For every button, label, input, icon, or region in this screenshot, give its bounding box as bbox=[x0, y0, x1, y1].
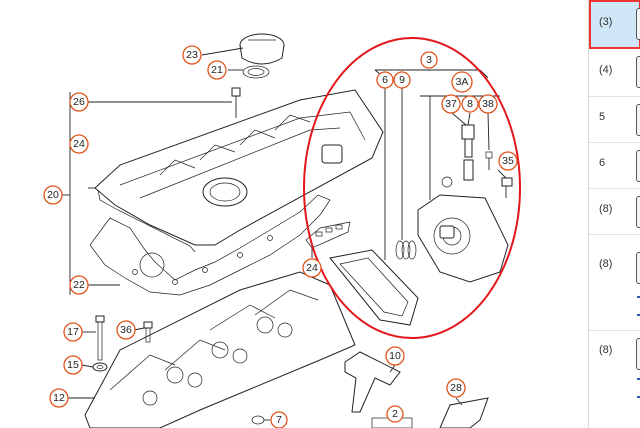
callout-22[interactable]: 22 bbox=[69, 275, 89, 295]
callout-21[interactable]: 21 bbox=[207, 60, 227, 80]
callout-3[interactable]: 3 bbox=[420, 51, 438, 69]
svg-text:9: 9 bbox=[399, 74, 405, 86]
quantity-label: (8) bbox=[599, 258, 613, 270]
callout-38[interactable]: 38 bbox=[478, 94, 498, 114]
small-bolt bbox=[143, 321, 153, 343]
callout-7[interactable]: 7 bbox=[270, 411, 288, 428]
part-thumbnail[interactable] bbox=[636, 252, 640, 284]
cylinder-head bbox=[84, 271, 356, 428]
svg-text:24: 24 bbox=[306, 262, 318, 274]
callout-10[interactable]: 10 bbox=[385, 346, 405, 366]
svg-text:24: 24 bbox=[73, 138, 85, 150]
svg-text:3: 3 bbox=[426, 54, 432, 66]
selection-highlight-ellipse bbox=[303, 37, 521, 339]
quantity-label: (8) bbox=[599, 203, 613, 215]
callout-12[interactable]: 12 bbox=[49, 388, 69, 408]
oil-filler-cap bbox=[239, 33, 285, 79]
sidebar-row[interactable]: (8) bbox=[589, 330, 640, 428]
exploded-view-drawing: 23 21 26 24 20 22 24 3 6 9 3A 37 8 38 35… bbox=[43, 33, 521, 428]
callout-3a[interactable]: 3A bbox=[451, 71, 473, 93]
callout-24-gasket[interactable]: 24 bbox=[302, 258, 322, 278]
part-thumbnail[interactable] bbox=[636, 56, 640, 88]
svg-text:36: 36 bbox=[120, 324, 132, 336]
svg-text:3A: 3A bbox=[456, 76, 469, 88]
svg-text:38: 38 bbox=[482, 98, 494, 110]
svg-text:28: 28 bbox=[450, 382, 462, 394]
sidebar-row[interactable]: 5 bbox=[589, 96, 640, 143]
svg-text:35: 35 bbox=[502, 155, 514, 167]
sidebar-row[interactable]: (4) bbox=[589, 48, 640, 97]
leader-lines bbox=[62, 47, 507, 421]
tube-part bbox=[439, 397, 489, 428]
svg-text:22: 22 bbox=[73, 279, 85, 291]
valve-cover bbox=[94, 89, 384, 253]
svg-text:26: 26 bbox=[73, 96, 85, 108]
gasket bbox=[89, 194, 331, 296]
part-thumbnail[interactable] bbox=[636, 8, 640, 40]
quantity-label: (8) bbox=[599, 344, 613, 356]
svg-text:7: 7 bbox=[276, 414, 282, 426]
svg-text:20: 20 bbox=[47, 189, 59, 201]
bolt bbox=[231, 87, 241, 118]
link-mark[interactable] bbox=[637, 396, 640, 398]
sidebar-row[interactable]: (3) bbox=[589, 0, 640, 49]
svg-text:12: 12 bbox=[53, 392, 65, 404]
sidebar-row[interactable]: (8) bbox=[589, 234, 640, 331]
parts-diagram: 23 21 26 24 20 22 24 3 6 9 3A 37 8 38 35… bbox=[43, 33, 521, 428]
callout-9[interactable]: 9 bbox=[393, 71, 411, 89]
svg-text:21: 21 bbox=[211, 64, 223, 76]
callout-8[interactable]: 8 bbox=[461, 95, 479, 113]
callout-26[interactable]: 26 bbox=[69, 92, 89, 112]
quantity-sidebar: (3) (4) 5 6 (8) (8) (8) bbox=[588, 0, 640, 428]
part-thumbnail[interactable] bbox=[636, 150, 640, 182]
svg-text:17: 17 bbox=[67, 326, 79, 338]
svg-text:8: 8 bbox=[467, 98, 473, 110]
svg-text:23: 23 bbox=[186, 49, 198, 61]
part-thumbnail[interactable] bbox=[636, 196, 640, 228]
sidebar-row[interactable]: 6 bbox=[589, 142, 640, 189]
quantity-label: 5 bbox=[599, 111, 606, 123]
camshaft-adjuster-assembly bbox=[329, 124, 513, 326]
washer bbox=[92, 362, 108, 372]
part-thumbnail[interactable] bbox=[636, 338, 640, 370]
head-bolt bbox=[95, 315, 105, 361]
svg-text:10: 10 bbox=[389, 350, 401, 362]
callout-24[interactable]: 24 bbox=[69, 134, 89, 154]
part-thumbnail[interactable] bbox=[636, 104, 640, 136]
link-mark[interactable] bbox=[637, 296, 640, 298]
link-mark[interactable] bbox=[637, 314, 640, 316]
callout-28[interactable]: 28 bbox=[446, 378, 466, 398]
callout-36[interactable]: 36 bbox=[116, 320, 136, 340]
quantity-label: (3) bbox=[599, 16, 613, 28]
callout-2[interactable]: 2 bbox=[386, 405, 404, 423]
link-mark[interactable] bbox=[637, 378, 640, 380]
svg-text:6: 6 bbox=[382, 74, 388, 86]
callout-37[interactable]: 37 bbox=[441, 94, 461, 114]
svg-text:15: 15 bbox=[67, 359, 79, 371]
rocker-part bbox=[344, 351, 401, 413]
callout-23[interactable]: 23 bbox=[182, 45, 202, 65]
callout-15[interactable]: 15 bbox=[63, 355, 83, 375]
callout-35[interactable]: 35 bbox=[498, 151, 518, 171]
callout-6[interactable]: 6 bbox=[376, 71, 394, 89]
quantity-label: (4) bbox=[599, 64, 613, 76]
callout-17[interactable]: 17 bbox=[63, 322, 83, 342]
svg-text:37: 37 bbox=[445, 98, 457, 110]
sidebar-row[interactable]: (8) bbox=[589, 188, 640, 235]
callout-20[interactable]: 20 bbox=[43, 185, 63, 205]
quantity-label: 6 bbox=[599, 157, 606, 169]
svg-text:2: 2 bbox=[392, 408, 398, 420]
